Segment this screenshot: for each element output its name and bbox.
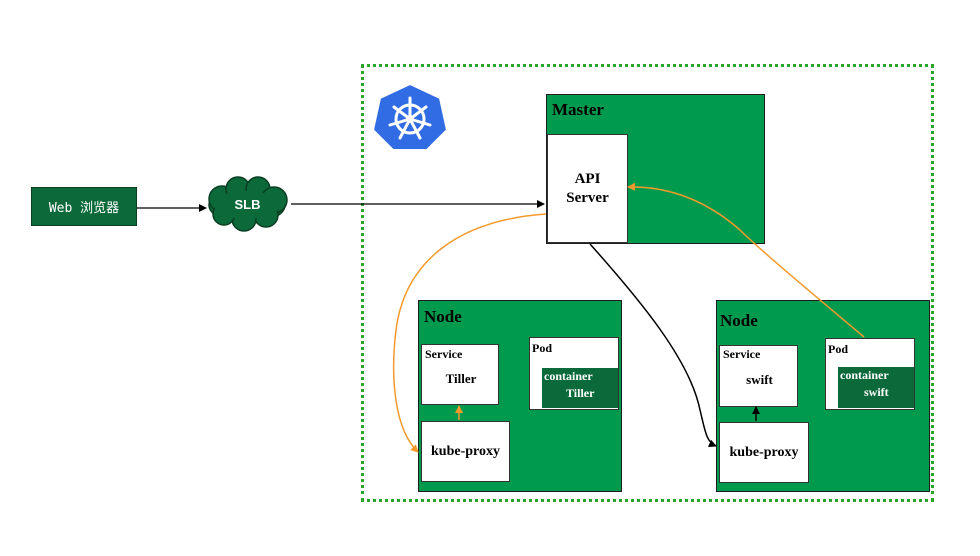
kubernetes-logo-icon — [371, 82, 449, 151]
node-1-service-box: Service Tiller — [421, 344, 499, 405]
cloud-icon — [208, 176, 288, 232]
web-browser-label: Web 浏览器 — [48, 201, 120, 216]
node-1-title: Node — [424, 307, 462, 326]
node-1-pod-title: Pod — [532, 341, 553, 355]
node-2-pod-title: Pod — [828, 342, 849, 356]
node-1-container-name: Tiller — [566, 386, 595, 400]
node-1-service-title: Service — [425, 347, 463, 361]
node-1-kube-proxy-box: kube-proxy — [421, 421, 510, 482]
api-server-box: API Server — [547, 134, 628, 243]
api-server-label-line2: Server — [566, 189, 609, 206]
master-box: Master API Server — [546, 94, 765, 244]
node-1-container-box: container Tiller — [542, 368, 618, 408]
api-server-label-line1: API — [574, 170, 601, 187]
node-2-box: Node Service swift Pod container swift k… — [716, 300, 930, 492]
node-2-service-name: swift — [746, 372, 773, 387]
slb-label: SLB — [234, 197, 261, 212]
arrow-api-to-node2-proxy — [589, 243, 717, 448]
node-2-service-title: Service — [723, 347, 761, 361]
node-2-container-label: container — [840, 368, 889, 382]
master-title: Master — [552, 100, 604, 119]
web-browser-box: Web 浏览器 — [31, 187, 137, 226]
node-1-service-name: Tiller — [445, 371, 477, 386]
node-2-container-name: swift — [864, 385, 889, 399]
arrow-node2-pod-to-api — [627, 182, 865, 338]
arrow-api-to-node1-proxy — [392, 213, 547, 453]
node-2-kube-proxy-box: kube-proxy — [719, 422, 809, 483]
node-1-container-label: container — [544, 369, 593, 383]
cluster-boundary — [361, 64, 934, 502]
node-1-kube-proxy-label: kube-proxy — [431, 443, 500, 459]
node-2-pod-box: Pod container swift — [825, 338, 915, 410]
node-2-container-box: container swift — [838, 367, 914, 408]
node-1-pod-box: Pod container Tiller — [529, 337, 619, 410]
node-2-kube-proxy-label: kube-proxy — [729, 444, 799, 460]
node-2-title: Node — [720, 311, 758, 330]
node-1-box: Node Service Tiller Pod container Tiller… — [418, 300, 622, 492]
